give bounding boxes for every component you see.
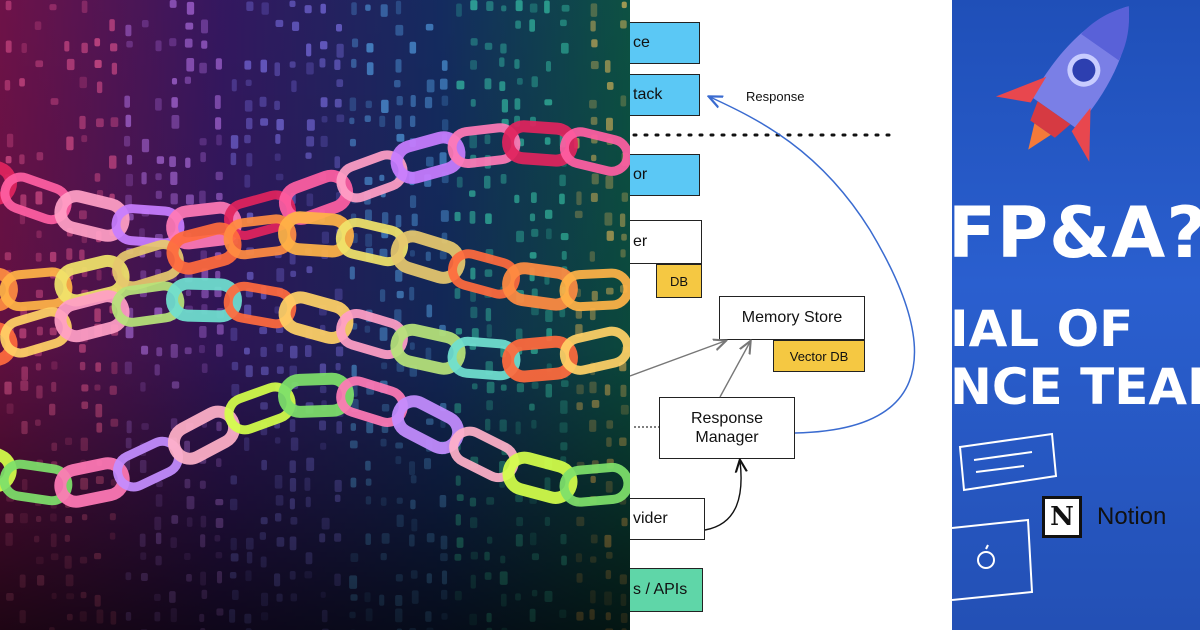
chain-link xyxy=(166,277,242,323)
architecture-diagram: ce tack or er DB Memory Store Vector DB … xyxy=(630,0,952,630)
chain-link xyxy=(223,214,297,260)
diagram-box-top3-label: or xyxy=(633,166,648,183)
rocket-icon xyxy=(995,6,1130,162)
chain-link xyxy=(278,291,354,344)
chain-link xyxy=(390,230,466,284)
diagram-box-top1-label: ce xyxy=(633,34,650,51)
chain-link xyxy=(54,457,130,508)
chain-link xyxy=(559,462,630,507)
response-manager-line2: Manager xyxy=(695,429,759,446)
response-arrow xyxy=(710,97,916,434)
chain-link xyxy=(0,264,18,312)
chain-link xyxy=(559,326,630,375)
apis-label: s / APIs xyxy=(633,581,688,598)
chain-link xyxy=(278,372,354,418)
chain-link xyxy=(502,120,578,167)
chain-link xyxy=(448,249,520,299)
response-label: Response xyxy=(746,89,805,104)
chain-link xyxy=(390,323,466,375)
diagram-box-top4: er xyxy=(630,220,702,264)
chain-link xyxy=(559,127,630,176)
chain-link xyxy=(0,459,73,506)
chain-link xyxy=(0,267,73,312)
chain-link xyxy=(0,322,18,374)
chain-link xyxy=(447,336,521,381)
chain-link xyxy=(0,435,17,493)
diagram-box-top2-label: tack xyxy=(633,86,663,103)
chain-link xyxy=(54,290,130,343)
headline-line2: IAL OF xyxy=(952,300,1134,358)
diagram-box-top1: ce xyxy=(630,22,700,64)
memory-store-box: Memory Store xyxy=(719,296,865,340)
diagram-box-top2: tack xyxy=(630,74,700,116)
vector-db-box: Vector DB xyxy=(773,340,865,372)
headline: FP&A? xyxy=(952,192,1200,274)
chain-link xyxy=(278,211,354,258)
provider-label: vider xyxy=(633,510,668,527)
diagram-box-top3: or xyxy=(630,154,700,196)
chain-link xyxy=(111,281,185,327)
chains-illustration xyxy=(0,0,630,630)
headline-line3: NCE TEAM xyxy=(952,358,1200,416)
notion-letter: N xyxy=(1050,502,1074,532)
chain-link xyxy=(447,123,521,168)
apis-box: s / APIs xyxy=(630,568,703,612)
diagram-box-top4-label: er xyxy=(633,233,648,250)
notion-label: Notion xyxy=(1097,503,1167,530)
chain-link xyxy=(502,451,578,504)
chain-link xyxy=(223,281,297,329)
provider-box: vider xyxy=(630,498,705,540)
notion-icon: N xyxy=(1042,496,1082,538)
chain-link xyxy=(166,222,242,275)
vector-db-label: Vector DB xyxy=(789,348,849,364)
response-manager-box: Response Manager xyxy=(659,397,795,459)
chain-link xyxy=(54,190,130,242)
memory-store-label: Memory Store xyxy=(741,309,843,326)
response-manager-line1: Response xyxy=(690,410,764,427)
fpa-thumbnail: FP&A? IAL OF NCE TEAM N Notion xyxy=(952,0,1200,630)
chain-link xyxy=(502,262,578,311)
chain-links xyxy=(0,120,630,508)
chains-artwork xyxy=(0,0,630,630)
db-label: DB xyxy=(669,273,689,289)
db-box: DB xyxy=(656,264,702,298)
chain-link xyxy=(502,335,578,383)
chain-link xyxy=(559,268,630,312)
chain-link xyxy=(390,131,466,184)
chain-link xyxy=(111,204,185,248)
